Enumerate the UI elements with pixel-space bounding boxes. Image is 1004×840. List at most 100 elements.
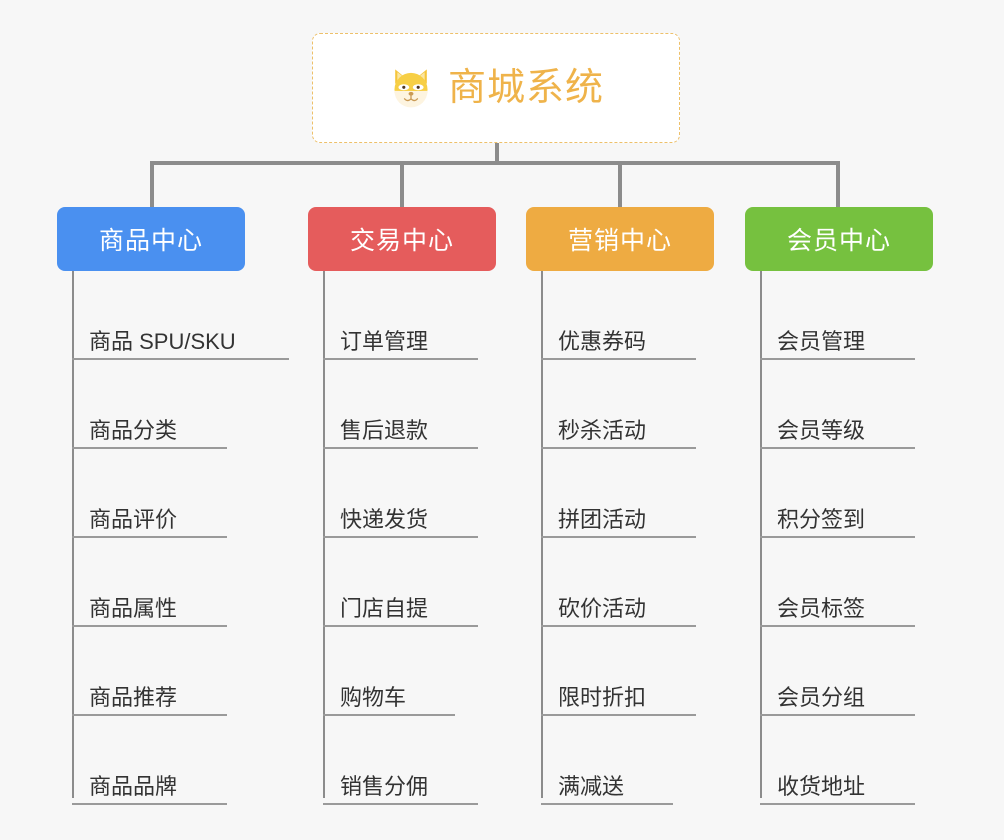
list-item[interactable]: 商品 SPU/SKU: [72, 271, 289, 360]
list-item[interactable]: 销售分佣: [323, 716, 496, 805]
leaf-underline: [72, 625, 227, 627]
list-item[interactable]: 限时折扣: [541, 627, 714, 716]
leaf-underline: [541, 447, 696, 449]
leaf-label: 会员标签: [777, 596, 866, 621]
leaf-label: 商品评价: [89, 507, 178, 532]
leaf-underline: [72, 803, 227, 805]
leaf-label: 收货地址: [777, 774, 866, 799]
column-spine: [72, 271, 74, 798]
list-item[interactable]: 拼团活动: [541, 449, 714, 538]
list-item[interactable]: 会员分组: [760, 627, 933, 716]
leaf-label: 商品分类: [89, 418, 178, 443]
list-item[interactable]: 商品推荐: [72, 627, 245, 716]
leaf-list-marketing: 优惠券码 秒杀活动 拼团活动 砍价活动 限时折扣: [541, 271, 714, 805]
shiba-dog-icon: [388, 65, 434, 111]
category-title: 会员中心: [786, 227, 891, 255]
leaf-label: 快递发货: [340, 507, 429, 532]
category-column-member: 会员中心 会员管理 会员等级 积分签到 会员标签: [745, 207, 933, 805]
connector-horizontal-bus: [150, 161, 840, 165]
list-item[interactable]: 商品分类: [72, 360, 245, 449]
list-item[interactable]: 商品属性: [72, 538, 245, 627]
category-column-product: 商品中心 商品 SPU/SKU 商品分类 商品评价 商品属: [57, 207, 289, 805]
leaf-label: 优惠券码: [558, 329, 647, 354]
leaf-label: 销售分佣: [340, 774, 429, 799]
leaf-label: 商品 SPU/SKU: [89, 329, 236, 354]
category-body-marketing: 优惠券码 秒杀活动 拼团活动 砍价活动 限时折扣: [526, 271, 714, 805]
leaf-underline: [760, 625, 915, 627]
connector-drop-1: [150, 161, 154, 209]
leaf-label: 售后退款: [340, 418, 429, 443]
leaf-underline: [541, 536, 696, 538]
category-header-product[interactable]: 商品中心: [57, 207, 245, 271]
leaf-underline: [760, 358, 915, 360]
leaf-underline: [72, 714, 227, 716]
list-item[interactable]: 售后退款: [323, 360, 496, 449]
leaf-underline: [541, 625, 696, 627]
category-column-marketing: 营销中心 优惠券码 秒杀活动 拼团活动 砍价活动: [526, 207, 714, 805]
category-body-trade: 订单管理 售后退款 快递发货 门店自提 购物车: [308, 271, 496, 805]
list-item[interactable]: 砍价活动: [541, 538, 714, 627]
list-item[interactable]: 会员等级: [760, 360, 933, 449]
category-title: 营销中心: [567, 227, 672, 255]
leaf-underline: [72, 447, 227, 449]
column-spine: [760, 271, 762, 798]
list-item[interactable]: 购物车: [323, 627, 496, 716]
leaf-underline: [323, 447, 478, 449]
list-item[interactable]: 商品评价: [72, 449, 245, 538]
leaf-label: 订单管理: [340, 329, 429, 354]
root-title: 商城系统: [447, 67, 604, 109]
leaf-label: 会员等级: [777, 418, 866, 443]
leaf-underline: [323, 536, 478, 538]
category-body-product: 商品 SPU/SKU 商品分类 商品评价 商品属性 商品推荐: [57, 271, 289, 805]
list-item[interactable]: 积分签到: [760, 449, 933, 538]
list-item[interactable]: 订单管理: [323, 271, 496, 360]
list-item[interactable]: 商品品牌: [72, 716, 245, 805]
list-item[interactable]: 优惠券码: [541, 271, 714, 360]
leaf-underline: [323, 714, 455, 716]
category-title: 商品中心: [98, 227, 203, 255]
list-item[interactable]: 收货地址: [760, 716, 933, 805]
list-item[interactable]: 快递发货: [323, 449, 496, 538]
leaf-label: 满减送: [558, 774, 625, 799]
connector-drop-3: [618, 161, 622, 209]
leaf-label: 秒杀活动: [558, 418, 647, 443]
leaf-label: 拼团活动: [558, 507, 647, 532]
leaf-label: 购物车: [340, 685, 407, 710]
leaf-underline: [541, 714, 696, 716]
leaf-underline: [760, 803, 915, 805]
leaf-underline: [760, 536, 915, 538]
category-header-marketing[interactable]: 营销中心: [526, 207, 714, 271]
leaf-underline: [323, 803, 478, 805]
leaf-underline: [72, 358, 289, 360]
leaf-label: 积分签到: [777, 507, 866, 532]
leaf-underline: [541, 358, 696, 360]
leaf-list-trade: 订单管理 售后退款 快递发货 门店自提 购物车: [323, 271, 496, 805]
category-body-member: 会员管理 会员等级 积分签到 会员标签 会员分组: [745, 271, 933, 805]
list-item[interactable]: 满减送: [541, 716, 714, 805]
leaf-label: 商品属性: [89, 596, 178, 621]
list-item[interactable]: 门店自提: [323, 538, 496, 627]
connector-drop-2: [400, 161, 404, 209]
list-item[interactable]: 会员管理: [760, 271, 933, 360]
category-column-trade: 交易中心 订单管理 售后退款 快递发货 门店自提: [308, 207, 496, 805]
leaf-underline: [323, 358, 478, 360]
leaf-label: 会员分组: [777, 685, 866, 710]
leaf-underline: [323, 625, 478, 627]
leaf-list-product: 商品 SPU/SKU 商品分类 商品评价 商品属性 商品推荐: [72, 271, 289, 805]
category-header-trade[interactable]: 交易中心: [308, 207, 496, 271]
category-header-member[interactable]: 会员中心: [745, 207, 933, 271]
leaf-list-member: 会员管理 会员等级 积分签到 会员标签 会员分组: [760, 271, 933, 805]
leaf-label: 会员管理: [777, 329, 866, 354]
leaf-underline: [760, 714, 915, 716]
leaf-label: 商品品牌: [89, 774, 178, 799]
list-item[interactable]: 秒杀活动: [541, 360, 714, 449]
leaf-label: 限时折扣: [558, 685, 647, 710]
root-node[interactable]: 商城系统: [312, 33, 680, 143]
connector-root-stub: [495, 143, 499, 163]
connector-drop-4: [836, 161, 840, 209]
leaf-underline: [760, 447, 915, 449]
leaf-label: 砍价活动: [558, 596, 647, 621]
list-item[interactable]: 会员标签: [760, 538, 933, 627]
column-spine: [323, 271, 325, 798]
